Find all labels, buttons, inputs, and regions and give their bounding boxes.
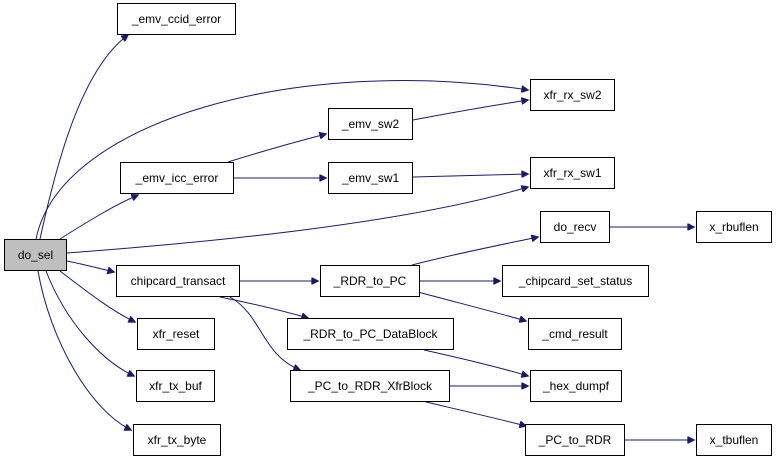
node-cmd-result[interactable]: _cmd_result: [528, 318, 622, 350]
edge-do-sel-to-emv-ccid-error: [39, 35, 128, 240]
edge-rdr-to-pc-datablock-to-hex-dumpf: [423, 349, 528, 376]
edge-do-sel-to-chipcard-transact: [66, 260, 114, 272]
edge-do-sel-to-xfr-rx-sw2: [35, 80, 528, 240]
edge-do-sel-to-xfr-tx-buf: [45, 270, 134, 376]
edge-chipcard-transact-to-pc-to-rdr-xfrblock: [229, 296, 300, 370]
node-x-tbuflen[interactable]: x_tbuflen: [696, 424, 772, 456]
edge-chipcard-transact-to-rdr-to-pc-datablock: [219, 296, 308, 318]
edge-do-sel-to-emv-icc-error: [59, 195, 138, 240]
edge-emv-icc-error-to-emv-sw2: [227, 134, 326, 163]
edge-emv-sw1-to-xfr-rx-sw1: [412, 174, 528, 177]
node-emv-ccid-error[interactable]: _emv_ccid_error: [117, 3, 236, 35]
node-chipcard-transact[interactable]: chipcard_transact: [116, 265, 240, 297]
node-xfr-rx-sw1[interactable]: xfr_rx_sw1: [530, 157, 615, 189]
node-chipcard-set-status[interactable]: _chipcard_set_status: [502, 265, 649, 297]
node-do-recv[interactable]: do_recv: [540, 211, 610, 243]
node-rdr-to-pc[interactable]: _RDR_to_PC: [320, 265, 420, 297]
edge-do-sel-to-xfr-tx-byte: [37, 270, 131, 430]
node-pc-to-rdr[interactable]: _PC_to_RDR: [525, 424, 625, 456]
node-x-rbuflen[interactable]: x_rbuflen: [696, 211, 772, 243]
edge-pc-to-rdr-xfrblock-to-pc-to-rdr: [425, 401, 526, 426]
edge-rdr-to-pc-to-do-recv: [411, 237, 538, 266]
node-xfr-tx-byte[interactable]: xfr_tx_byte: [133, 424, 221, 456]
node-emv-sw2[interactable]: _emv_sw2: [328, 108, 413, 140]
edge-emv-sw2-to-xfr-rx-sw2: [412, 100, 528, 121]
edge-rdr-to-pc-to-cmd-result: [417, 291, 526, 321]
node-xfr-reset[interactable]: xfr_reset: [137, 318, 215, 350]
node-emv-sw1[interactable]: _emv_sw1: [328, 162, 413, 194]
node-xfr-tx-buf[interactable]: xfr_tx_buf: [136, 370, 215, 402]
node-rdr-to-pc-datablock[interactable]: _RDR_to_PC_DataBlock: [287, 318, 454, 350]
node-xfr-rx-sw2[interactable]: xfr_rx_sw2: [530, 79, 615, 111]
edge-do-sel-to-xfr-rx-sw1: [66, 187, 528, 254]
node-do-sel: do_sel: [4, 239, 67, 271]
node-emv-icc-error[interactable]: _emv_icc_error: [120, 162, 234, 194]
node-hex-dumpf[interactable]: _hex_dumpf: [530, 370, 622, 402]
edge-do-sel-to-xfr-reset: [59, 270, 135, 322]
node-pc-to-rdr-xfrblock[interactable]: _PC_to_RDR_XfrBlock: [290, 370, 450, 402]
